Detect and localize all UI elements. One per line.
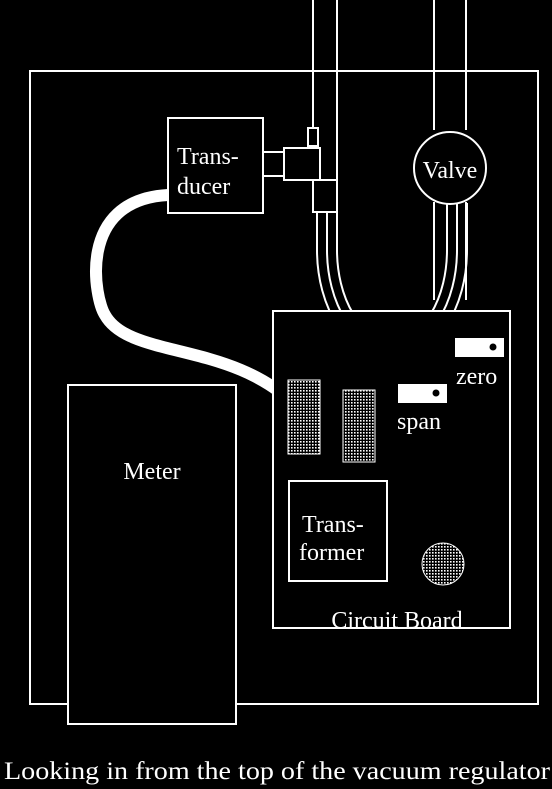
span-trimmer	[398, 384, 447, 403]
transducer-port-lines	[262, 151, 284, 177]
zero-trimmer-screw	[489, 343, 497, 351]
meter-box	[67, 384, 237, 725]
meter-label: Meter	[123, 459, 180, 485]
flexible-tube	[90, 189, 305, 415]
valve-body	[413, 131, 487, 205]
circuit-board-label: Circuit Board	[331, 608, 462, 634]
transducer-label-line1: Trans-	[177, 144, 239, 170]
diagram-caption: Looking in from the top of the vacuum re…	[4, 758, 551, 785]
vacuum-pipes	[312, 0, 467, 212]
enclosure-outline	[29, 70, 539, 705]
chip-left	[287, 379, 321, 455]
transducer-box	[167, 117, 264, 214]
round-component	[421, 542, 465, 586]
transformer-box	[288, 480, 388, 582]
span-label: span	[397, 409, 441, 435]
chip-right	[342, 389, 376, 463]
zero-trimmer	[455, 338, 504, 357]
valve-label: Valve	[423, 158, 478, 184]
zero-label: zero	[456, 364, 497, 390]
transformer-label-line2: former	[299, 540, 364, 566]
transformer-label-line1: Trans-	[302, 512, 364, 538]
tee-connector	[283, 127, 338, 213]
span-trimmer-screw	[432, 389, 440, 397]
transducer-label-line2: ducer	[177, 174, 230, 200]
